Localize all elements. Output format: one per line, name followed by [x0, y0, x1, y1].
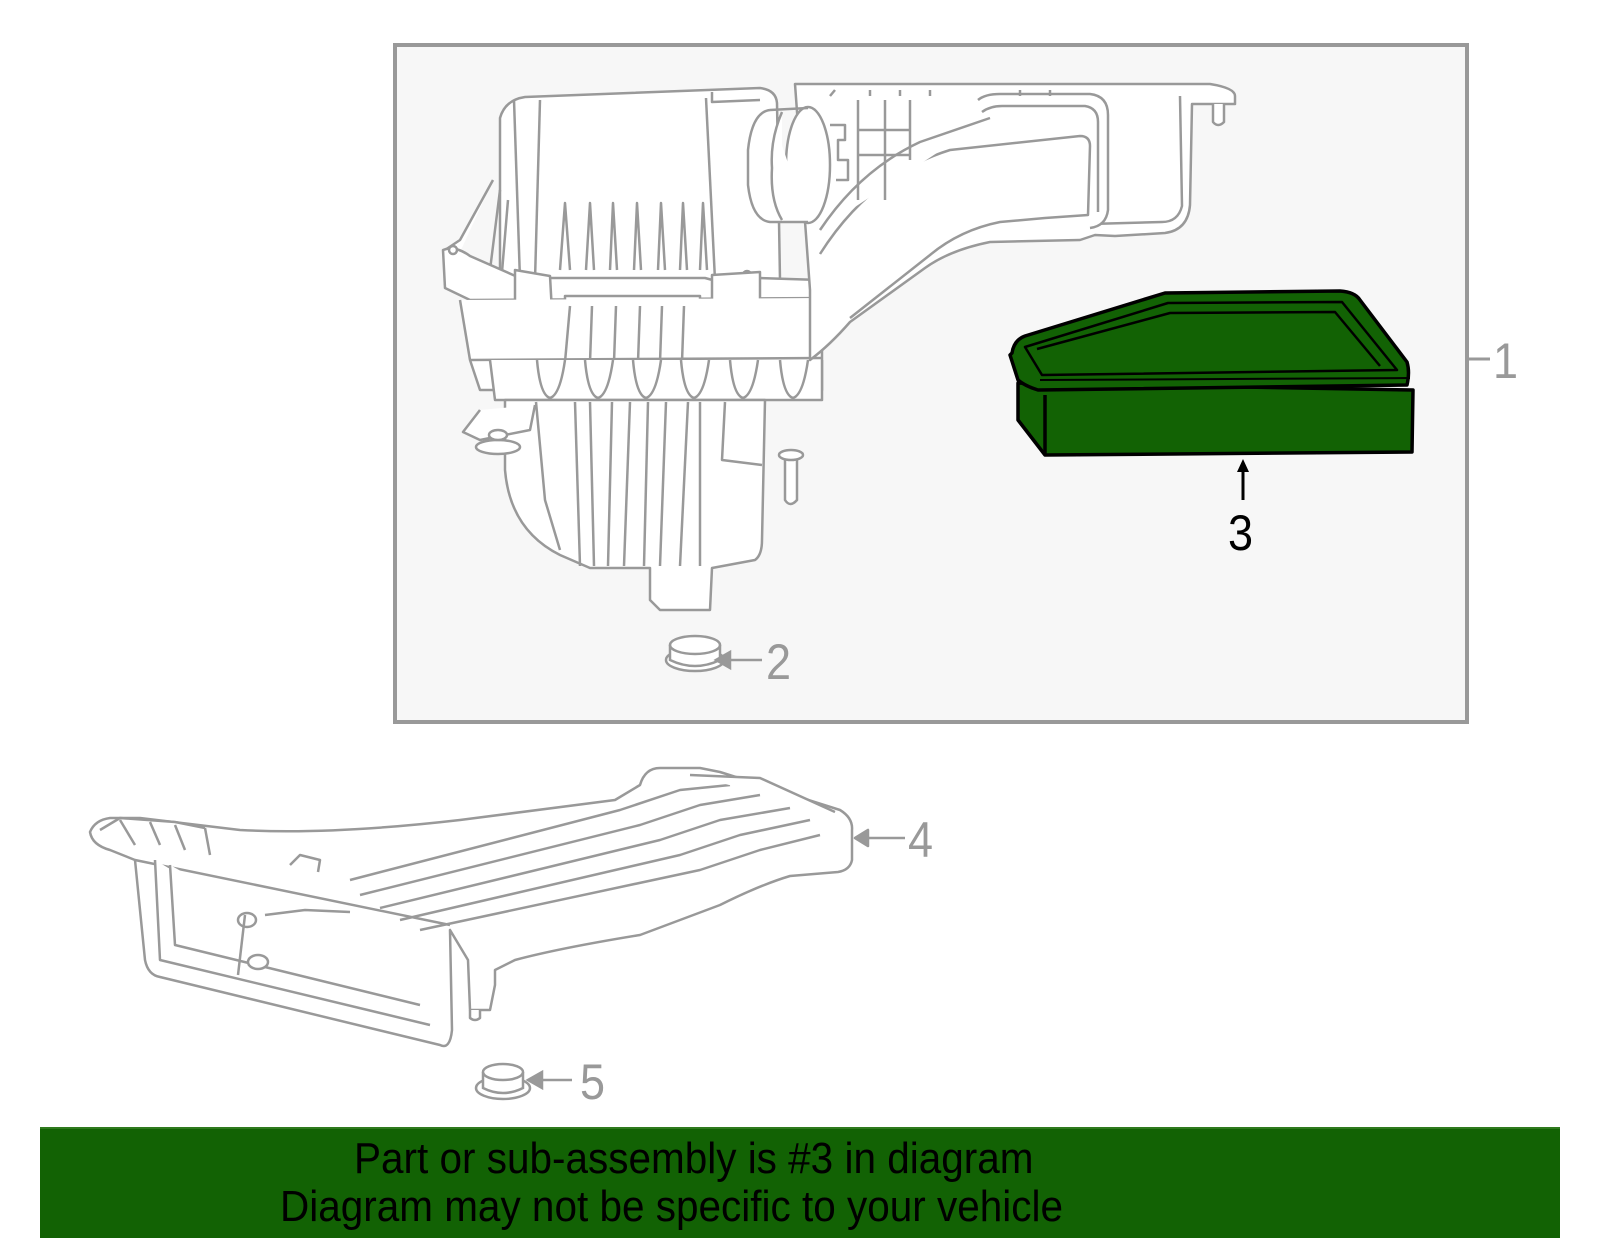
banner-disclaimer: Diagram may not be specific to your vehi…: [280, 1182, 1063, 1231]
grommet-5-drawing: [474, 1062, 572, 1101]
air-filter-drawing[interactable]: [1008, 289, 1415, 457]
callout-5: 5: [580, 1054, 606, 1110]
callout-1: 1: [1493, 333, 1519, 389]
grommet-2-drawing: [664, 634, 762, 673]
banner-part-note: Part or sub-assembly is #3 in diagram: [354, 1134, 1034, 1183]
air-cleaner-housing-drawing: [441, 86, 834, 612]
callout-3[interactable]: 3: [1228, 505, 1254, 561]
callout-4: 4: [908, 812, 934, 868]
callout-3-arrow: [1237, 459, 1249, 500]
info-banner: Part or sub-assembly is #3 in diagram Di…: [40, 1127, 1560, 1238]
callout-2: 2: [766, 634, 792, 690]
air-intake-duct-4-drawing: [88, 766, 905, 1048]
intake-duct-drawing: [746, 82, 1237, 362]
